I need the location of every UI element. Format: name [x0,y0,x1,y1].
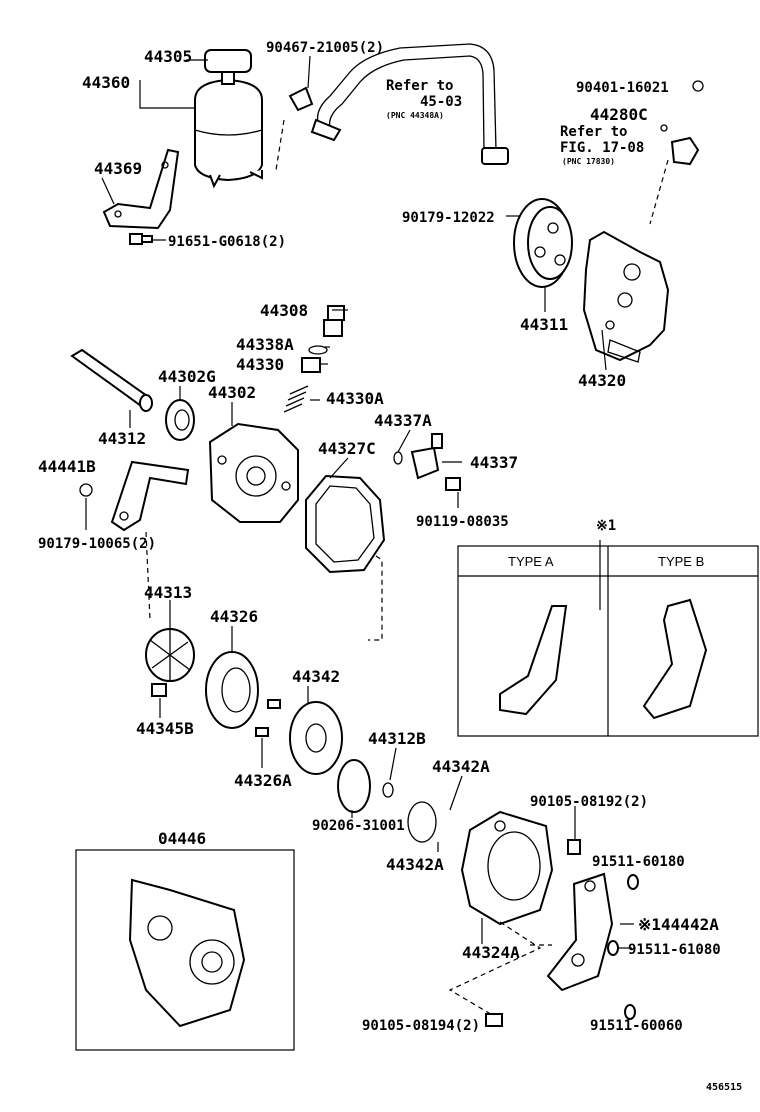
refer-note-1-line2: 45-03 [420,94,462,110]
label-44369: 44369 [94,159,142,178]
refer-note-2-line2: FIG. 17-08 [560,140,644,156]
type-box [457,545,759,737]
type-a-bracket-drawing [499,605,568,716]
label-44326a: 44326A [234,771,292,790]
type-a-heading: TYPE A [508,554,554,569]
label-44312b: 44312B [368,729,426,748]
label-44330: 44330 [236,355,284,374]
label-44311: 44311 [520,315,568,334]
label-91511-60180: 91511-60180 [592,854,685,870]
label-44302g: 44302G [158,367,216,386]
oil-seal-44302g-drawing [165,399,195,441]
bracket-44441b-drawing [79,460,190,532]
kit-04446-drawing [128,878,246,1028]
hose-drawing [288,43,509,165]
label-44320: 44320 [578,371,626,390]
bolt-91651-drawing [129,233,153,245]
shaft-44312-drawing [70,348,153,412]
housing-44302-drawing [208,422,299,523]
refer-note-2-line1: Refer to [560,124,627,140]
label-44337: 44337 [470,453,518,472]
flow-control-valve-drawing [283,305,345,413]
label-91651-g0618: 91651-G0618(2) [168,234,286,250]
type-b-bracket-drawing [642,598,708,720]
label-44342a-lower: 44342A [386,855,444,874]
figure-number: 456515 [706,1082,742,1093]
pump-assembly-44320-drawing [582,230,670,363]
label-44327c: 44327C [318,439,376,458]
refer-note-1-line1: Refer to [386,78,453,94]
label-90105-08192: 90105-08192(2) [530,794,648,810]
bolt-90105-08194-drawing [485,1013,503,1027]
label-44326: 44326 [210,607,258,626]
fitting-44280c-drawing [660,80,704,166]
label-04446: 04446 [158,829,206,848]
bracket-44442a-drawing [546,839,639,1020]
plate-44342-drawing [289,701,343,775]
label-44338a: 44338A [236,335,294,354]
label-44337a: 44337A [374,411,432,430]
label-90179-12022: 90179-12022 [402,210,495,226]
reservoir-tank-drawing [194,49,263,189]
label-44342: 44342 [292,667,340,686]
rotor-44313-drawing [145,628,195,697]
label-44280c: 44280C [590,105,648,124]
label-44342a-upper: 44342A [432,757,490,776]
bracket-44369-drawing [102,148,180,230]
rings-drawing [337,759,437,843]
label-91511-61080: 91511-61080 [628,942,721,958]
label-90119-08035: 90119-08035 [416,514,509,530]
label-90206-31001: 90206-31001 [312,818,405,834]
pulley-44311-drawing [513,198,573,288]
label-91511-60060: 91511-60060 [590,1018,683,1034]
label-44302: 44302 [208,383,256,402]
leader-lines [85,55,669,1017]
label-44313: 44313 [144,583,192,602]
label-44442a: ※144442A [638,915,719,934]
label-44305: 44305 [144,47,192,66]
label-90105-08194: 90105-08194(2) [362,1018,480,1034]
label-44345b: 44345B [136,719,194,738]
cam-ring-44326-drawing [205,651,259,729]
kit-04446-frame [75,849,295,1051]
label-90401-16021: 90401-16021 [576,80,669,96]
label-44324a: 44324A [462,943,520,962]
union-44337-drawing [393,433,461,491]
refer-note-1-line3: (PNC 44348A) [386,111,444,120]
gasket-44327c-drawing [305,474,386,574]
label-44308: 44308 [260,301,308,320]
refer-note-2-line3: (PNC 17830) [562,157,615,166]
label-44312: 44312 [98,429,146,448]
label-44360: 44360 [82,73,130,92]
note-mark-1: ※1 [596,518,616,534]
label-44441b: 44441B [38,457,96,476]
label-44330a: 44330A [326,389,384,408]
type-b-heading: TYPE B [658,554,704,569]
rear-housing-44324a-drawing [460,810,554,926]
label-90179-10065: 90179-10065(2) [38,536,156,552]
label-90467-21005: 90467-21005(2) [266,40,384,56]
pins-44326a-drawing [255,699,281,737]
